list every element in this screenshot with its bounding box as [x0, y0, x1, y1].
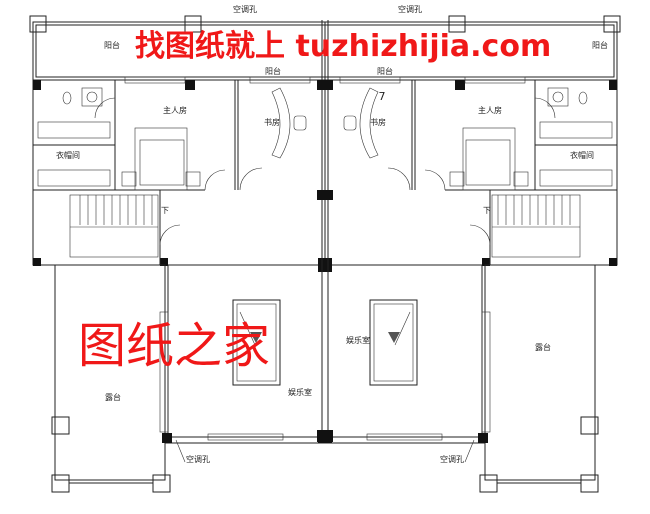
label-terrace: 露台	[535, 342, 551, 352]
wardrobe	[37, 169, 111, 187]
label-entertainment-room: 娱乐室	[288, 387, 312, 397]
label-closet: 衣帽间	[56, 150, 80, 160]
toilet-icon	[62, 91, 72, 105]
terrace-outline	[54, 264, 166, 481]
label-balcony: 阳台	[104, 40, 120, 50]
label-study: 书房	[264, 117, 280, 127]
label-ac-hole: 空调孔	[440, 454, 464, 464]
pool-table-icon	[232, 299, 281, 386]
bed-icon	[134, 127, 188, 191]
label-ac-hole: 空调孔	[398, 4, 422, 14]
label-stair-down: 下	[483, 206, 491, 215]
column	[152, 474, 171, 493]
triangle-rack-icon	[250, 332, 262, 343]
label-entertainment-room: 娱乐室	[346, 335, 370, 345]
desk-icon	[271, 87, 291, 159]
window	[207, 433, 284, 441]
label-terrace: 露台	[105, 392, 121, 402]
label-ac-hole: 空调孔	[233, 4, 257, 14]
wardrobe	[37, 121, 111, 139]
floor-plan-right-unit	[317, 15, 621, 493]
label-closet: 衣帽间	[570, 150, 594, 160]
door-swing	[94, 97, 116, 119]
label-master-bedroom: 主人房	[478, 105, 502, 115]
staircase	[69, 194, 159, 258]
label-balcony: 阳台	[377, 66, 393, 76]
column	[184, 15, 202, 33]
column	[51, 416, 70, 435]
label-stair-down: 下	[161, 206, 169, 215]
label-balcony: 阳台	[592, 40, 608, 50]
basin-icon	[81, 87, 103, 107]
watermark-top: 找图纸就上 tuzhizhijia.com	[135, 29, 551, 64]
label-ac-hole: 空调孔	[186, 454, 210, 464]
column	[29, 15, 47, 33]
watermark-middle: 图纸之家	[78, 318, 270, 374]
marker-number: 7	[379, 90, 386, 103]
label-balcony: 阳台	[265, 66, 281, 76]
stair-treads	[70, 195, 158, 228]
floor-plan-left-unit	[29, 15, 332, 493]
chair-icon	[293, 115, 307, 131]
label-master-bedroom: 主人房	[163, 105, 187, 115]
label-study: 书房	[370, 117, 386, 127]
